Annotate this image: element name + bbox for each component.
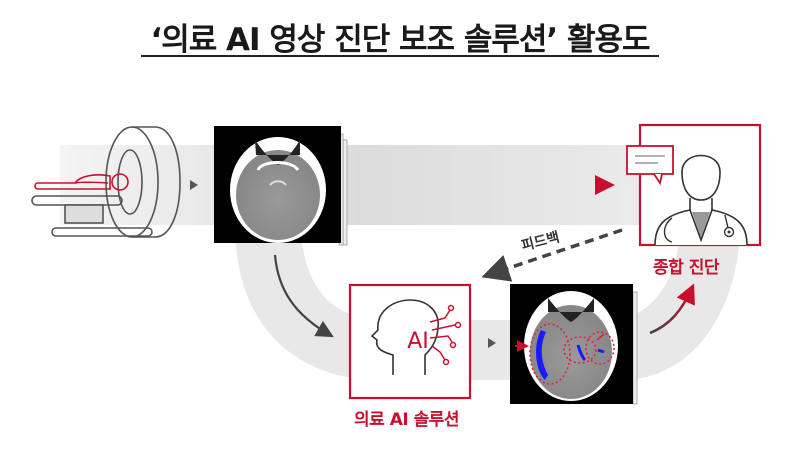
brain-ct-scan-image xyxy=(214,126,348,246)
flow-arrow-ai-to-diagnosis xyxy=(649,283,695,335)
ct-scanner-icon xyxy=(31,126,181,238)
page-title: ‘의료 AI 영상 진단 보조 솔루션’ 활용도 xyxy=(150,22,650,58)
ai-head-icon: AI xyxy=(348,283,472,400)
diagnosis-label: 종합 진단 xyxy=(653,258,719,278)
ai-solution-label: 의료 AI 솔루션 xyxy=(354,410,460,430)
feedback-arrow xyxy=(481,228,623,282)
svg-text:AI: AI xyxy=(407,329,429,354)
flow-arrow-small-1 xyxy=(190,180,198,190)
annotated-brain-ct-image xyxy=(510,284,638,405)
flow-arrow-small-2 xyxy=(488,338,496,348)
title-underline xyxy=(141,55,659,57)
doctor-icon xyxy=(626,123,762,247)
flow-arrow-to-ai xyxy=(273,254,334,338)
chat-bubble-icon xyxy=(626,145,674,186)
